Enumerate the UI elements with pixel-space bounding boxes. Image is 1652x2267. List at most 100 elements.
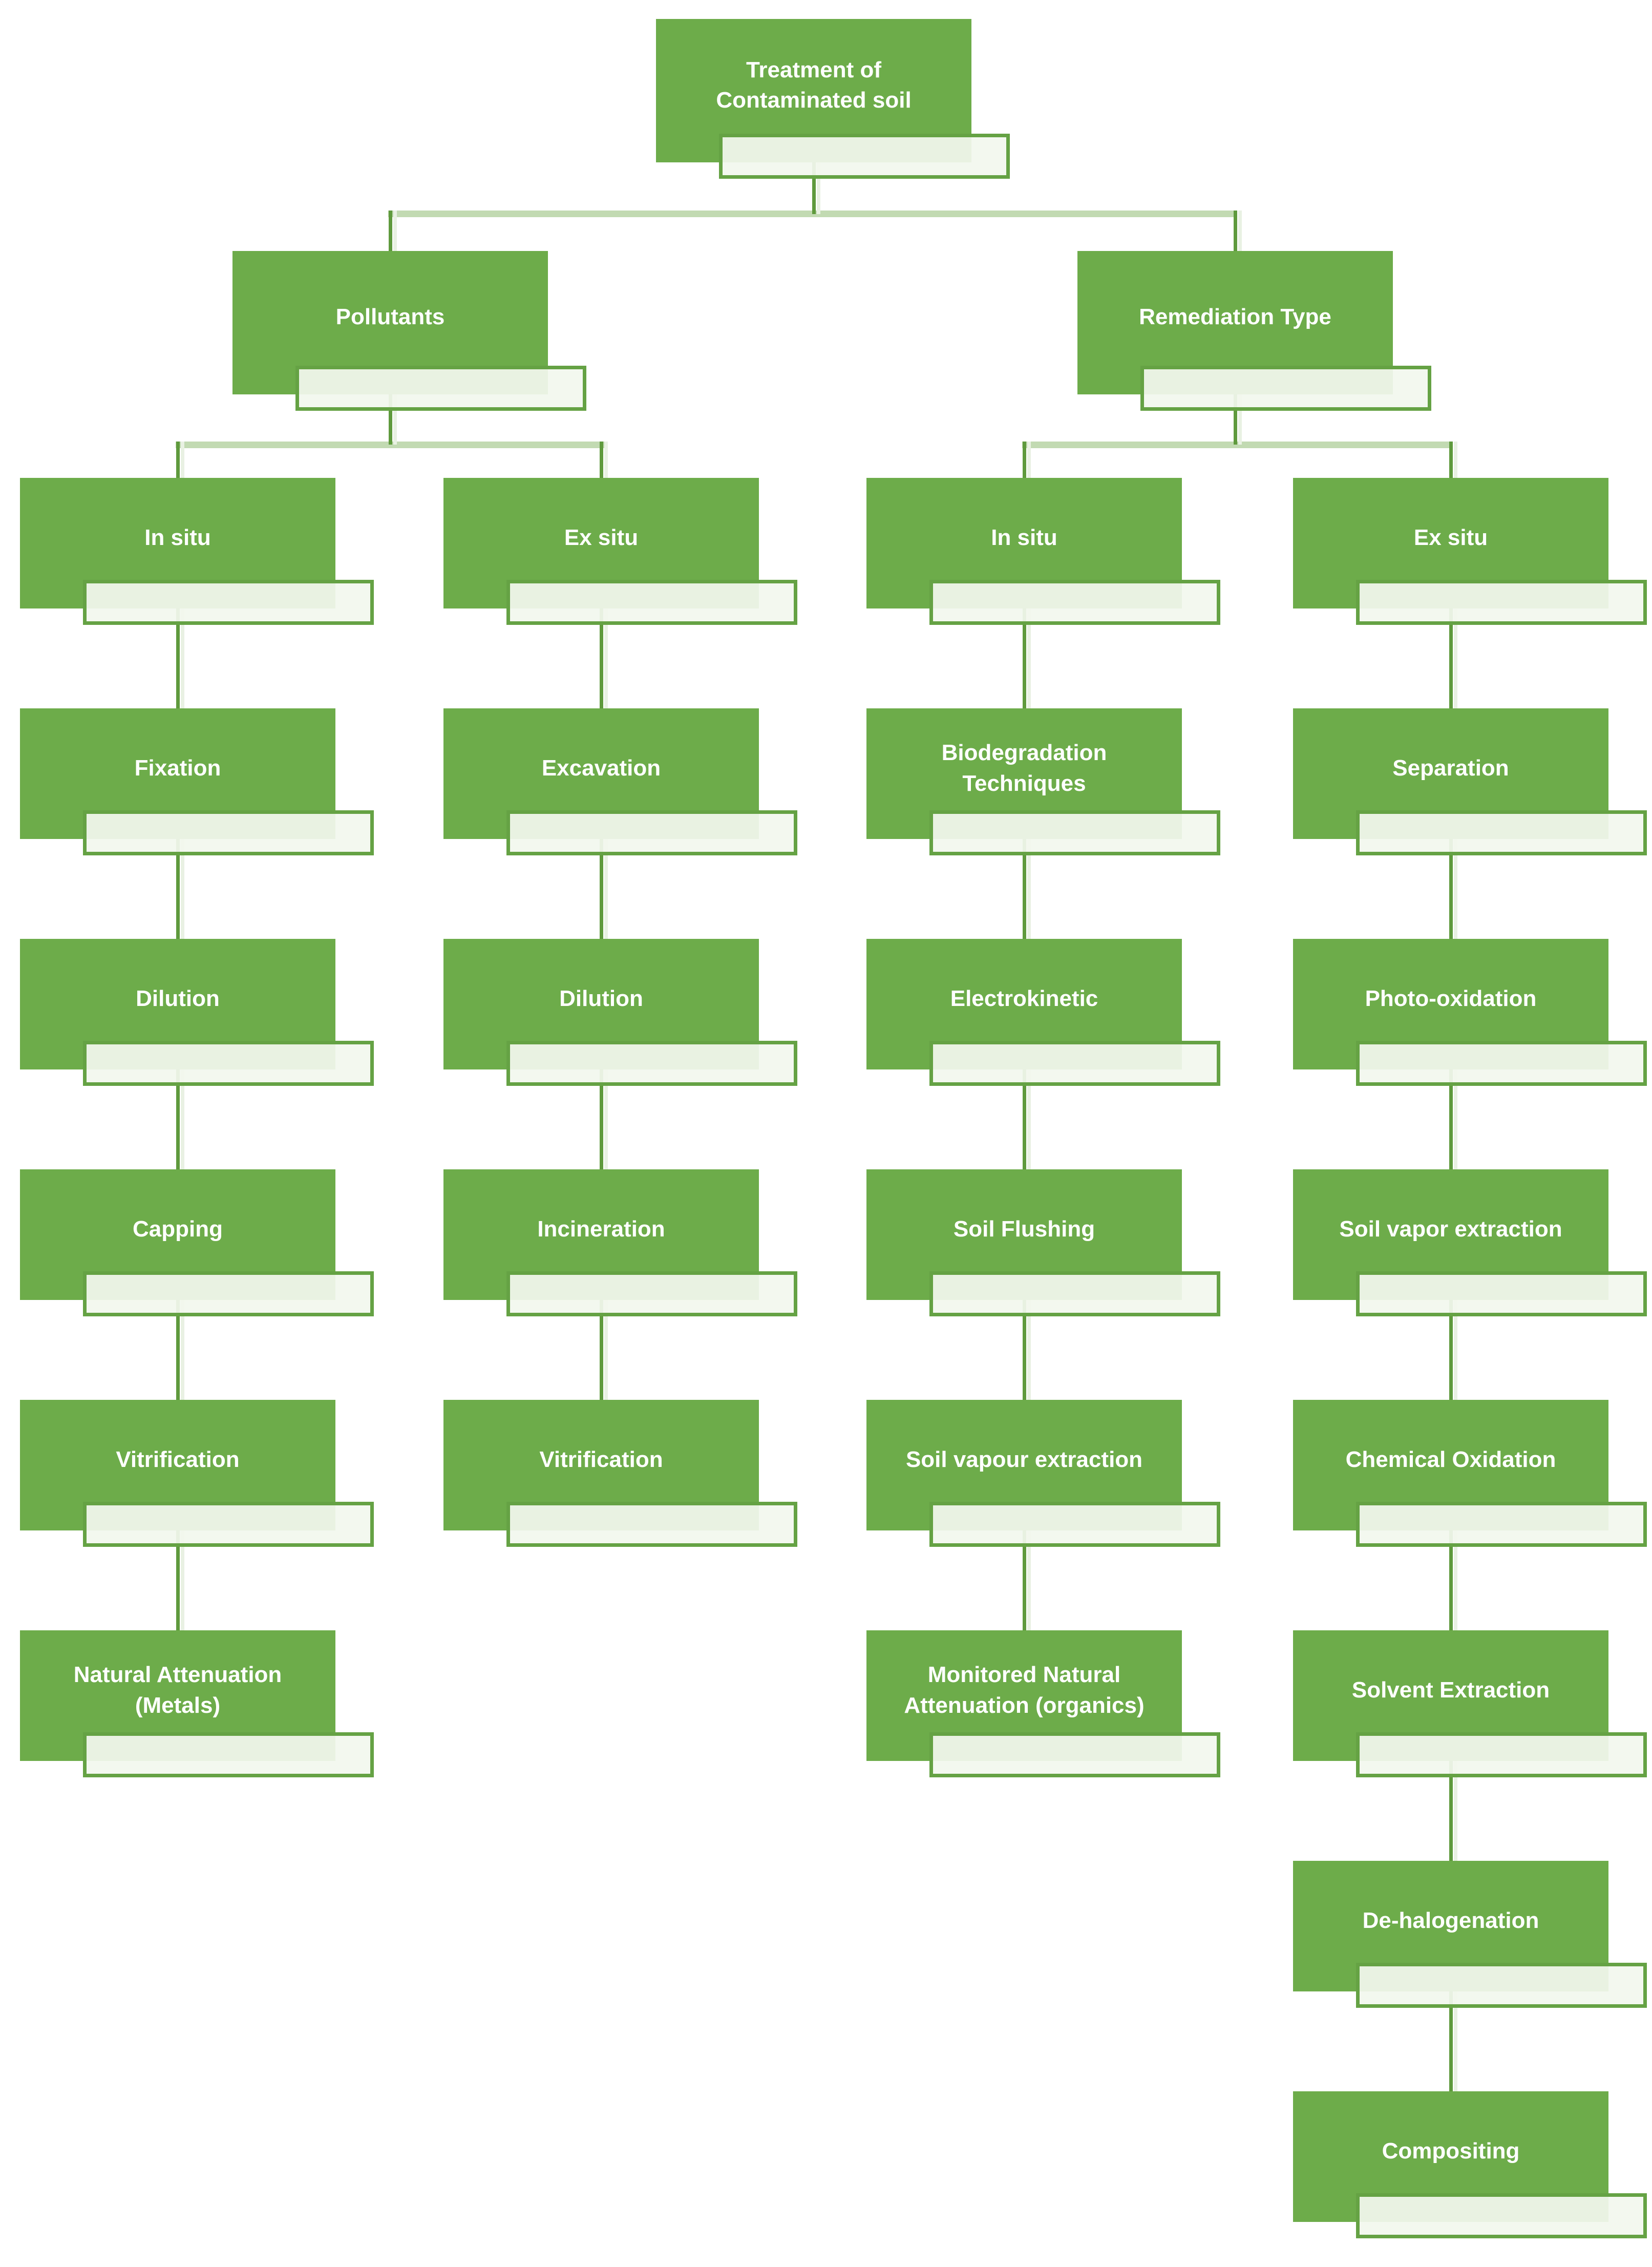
node-label: Photo-oxidation [1365,985,1537,1011]
node-shadow-box [929,1732,1220,1777]
node-electrokinetic: Electrokinetic [866,939,1220,1086]
node-label: Fixation [134,755,221,781]
node-shadow-box [506,1271,797,1316]
node-label: Pollutants [335,304,445,330]
node-vitrification-in-situ: Vitrification [20,1400,374,1547]
node-shadow-box [506,1502,797,1547]
connector-line [1449,1984,1453,2091]
connector-line [1023,831,1026,939]
node-natural-attenuation-metals: Natural Attenuation (Metals) [20,1630,374,1777]
node-soil-vapor-extraction: Soil vapor extraction [1293,1169,1647,1316]
connector-line [600,442,603,478]
connector-line [1023,1062,1026,1169]
node-label: Incineration [537,1216,665,1242]
node-label: Soil vapour extraction [905,1446,1143,1472]
node-shadow-box [83,810,374,855]
node-shadow-box [1356,1732,1647,1777]
node-shadow-box [83,1041,374,1086]
node-shadow-box [1356,1271,1647,1316]
node-label: Electrokinetic [950,985,1098,1011]
connector-line [1023,1292,1026,1400]
connector-line [1449,1753,1453,1861]
node-label: Dilution [136,985,220,1011]
node-shadow-box [83,1502,374,1547]
node-biodegradation-techniques: Biodegradation Techniques [866,708,1220,855]
node-label: Vitrification [116,1446,240,1472]
connector-line [1023,442,1026,478]
node-shadow-box [1140,366,1431,411]
connector-line [1449,1062,1453,1169]
node-shadow-box [83,1271,374,1316]
node-label: Remediation Type [1139,304,1331,330]
connector-line [176,1062,180,1169]
node-label: In situ [144,524,211,550]
node-compositing: Compositing [1293,2091,1647,2238]
node-shadow-box [1356,1502,1647,1547]
node-label: Excavation [541,755,661,781]
connector-line [1449,831,1453,939]
node-shadow-box [929,1502,1220,1547]
node-label: Chemical Oxidation [1345,1446,1556,1472]
node-shadow-box [506,1041,797,1086]
node-shadow-box [929,810,1220,855]
node-shadow-box [719,134,1010,179]
node-shadow-box [83,580,374,625]
node-soil-vapour-extraction: Soil vapour extraction [866,1400,1220,1547]
node-label: Compositing [1382,2138,1520,2164]
node-pollutants-in-situ: In situ [20,478,374,625]
node-remediation-type: Remediation Type [1077,251,1431,411]
connector-line [1449,1292,1453,1400]
connector-line [389,384,392,445]
node-shadow-box [295,366,586,411]
node-box: Soil vapour extraction [866,1400,1182,1530]
node-label: Soil Flushing [953,1216,1095,1242]
connector-line [389,211,392,251]
branch-line [1022,442,1452,448]
node-shadow-box [1356,1041,1647,1086]
node-remediation-ex-situ: Ex situ [1293,478,1647,625]
connector-line [176,1523,180,1630]
node-de-halogenation: De-halogenation [1293,1861,1647,2008]
node-shadow-box [83,1732,374,1777]
connector-line [1449,442,1453,478]
node-label: Biodegradation Techniques [941,740,1107,796]
node-label: Vitrification [539,1446,663,1472]
node-label: Natural Attenuation (Metals) [73,1662,282,1718]
node-shadow-box [929,1271,1220,1316]
connector-line [812,154,816,214]
connector-line [1449,1523,1453,1630]
connector-line [176,1292,180,1400]
node-root: Treatment of Contaminated soil [656,19,1010,179]
node-label: Dilution [559,985,643,1011]
node-vitrification-ex-situ: Vitrification [443,1400,797,1547]
node-label: Solvent Extraction [1351,1677,1550,1703]
node-monitored-natural-attenuation-organics: Monitored Natural Attenuation (organics) [866,1630,1220,1777]
node-pollutants-ex-situ: Ex situ [443,478,797,625]
node-fixation: Fixation [20,708,374,855]
node-incineration: Incineration [443,1169,797,1316]
node-label: Treatment of Contaminated soil [716,57,912,113]
node-shadow-box [1356,2193,1647,2238]
node-label: Soil vapor extraction [1339,1216,1562,1242]
connector-line [1449,601,1453,708]
node-label: Ex situ [1413,524,1488,550]
node-label: Ex situ [564,524,639,550]
node-label: Capping [133,1216,223,1242]
node-label: De-halogenation [1362,1907,1539,1933]
node-shadow-box [929,1041,1220,1086]
node-excavation: Excavation [443,708,797,855]
connector-line [1234,211,1237,251]
node-dilution-in-situ: Dilution [20,939,374,1086]
connector-line [1234,384,1237,445]
node-shadow-box [506,580,797,625]
node-dilution-ex-situ: Dilution [443,939,797,1086]
node-shadow-box [1356,580,1647,625]
connector-line [176,831,180,939]
connector-line [176,442,180,478]
connector-line [600,601,603,708]
connector-line [600,1292,603,1400]
node-shadow-box [506,810,797,855]
connector-line [600,1062,603,1169]
node-chemical-oxidation: Chemical Oxidation [1293,1400,1647,1547]
